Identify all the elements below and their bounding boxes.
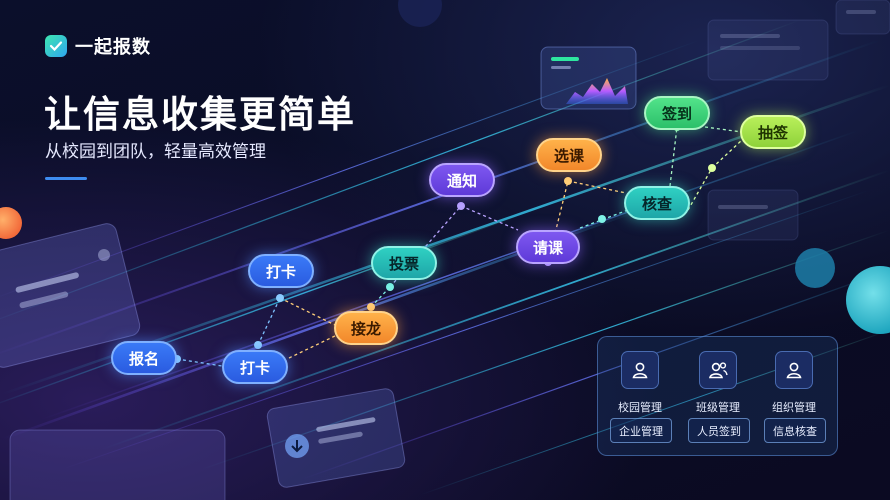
tag-verify[interactable]: 信息核查 xyxy=(764,418,826,443)
flow-node-vote[interactable]: 投票 xyxy=(371,246,437,280)
left-glass-card xyxy=(0,223,141,368)
headline: 让信息收集更简单 xyxy=(44,93,356,136)
blue-orb xyxy=(795,248,835,288)
category-organization[interactable]: 组织管理 xyxy=(762,351,826,415)
accent-divider xyxy=(45,177,87,180)
category-panel: 校园管理 班级管理 组织管理 企业管理 人员签到 信息核查 xyxy=(597,336,838,456)
orange-orb xyxy=(0,207,22,239)
brand-name: 一起报数 xyxy=(75,37,151,58)
category-label: 校园管理 xyxy=(618,401,662,414)
flow-node-attendance[interactable]: 签到 xyxy=(644,96,710,130)
category-class[interactable]: 班级管理 xyxy=(686,351,750,415)
person-icon xyxy=(775,351,813,389)
flow-node-checkin[interactable]: 打卡 xyxy=(222,350,288,384)
subheadline: 从校园到团队，轻量高效管理 xyxy=(45,142,266,162)
flow-node-notice[interactable]: 通知 xyxy=(429,163,495,197)
chart-card xyxy=(540,46,637,110)
flow-node-verify[interactable]: 核查 xyxy=(624,186,690,220)
group-icon xyxy=(699,351,737,389)
tag-signin[interactable]: 人员签到 xyxy=(688,418,750,443)
category-label: 班级管理 xyxy=(696,401,740,414)
category-label: 组织管理 xyxy=(772,401,816,414)
flow-node-checkin[interactable]: 打卡 xyxy=(248,254,314,288)
person-icon xyxy=(621,351,659,389)
category-campus[interactable]: 校园管理 xyxy=(608,351,672,415)
bottom-glass-cards xyxy=(9,388,406,500)
teal-orb xyxy=(846,266,890,334)
check-badge-icon xyxy=(45,35,67,57)
flow-node-course[interactable]: 选课 xyxy=(536,138,602,172)
flow-node-relay[interactable]: 接龙 xyxy=(334,311,398,345)
brand: 一起报数 xyxy=(45,33,151,59)
tag-enterprise[interactable]: 企业管理 xyxy=(610,418,672,443)
flow-node-signup[interactable]: 报名 xyxy=(111,341,177,375)
flow-node-lottery[interactable]: 抽签 xyxy=(740,115,806,149)
flow-node-leave[interactable]: 请课 xyxy=(516,230,580,264)
